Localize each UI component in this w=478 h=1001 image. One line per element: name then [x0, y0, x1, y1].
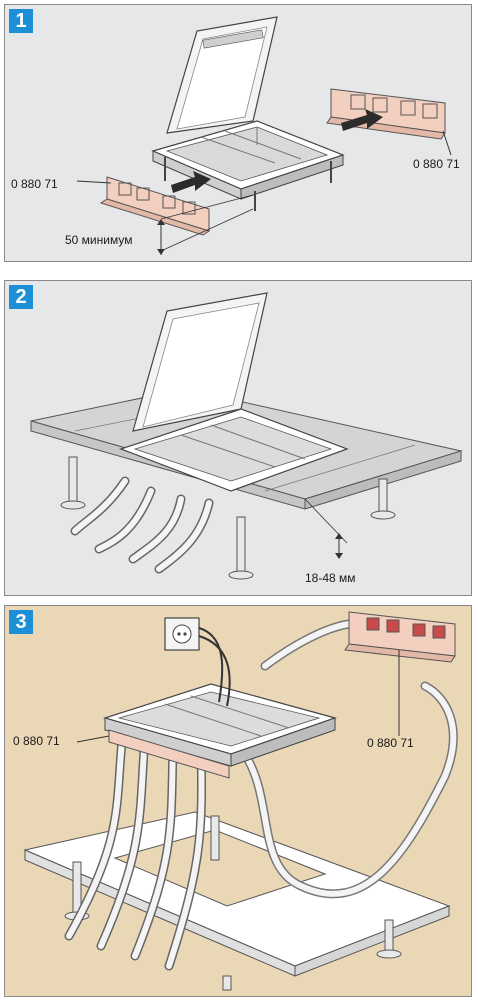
part-number-label: 0 880 71 — [367, 736, 414, 750]
bracket-terminal — [386, 619, 400, 633]
socket-face — [172, 624, 192, 644]
part-number-label: 0 880 71 — [13, 734, 60, 748]
part-number-label: 0 880 71 — [413, 157, 460, 171]
bracket-slot — [182, 201, 196, 215]
lid-inner-panel — [176, 26, 268, 130]
minimum-distance-label: 50 минимум — [65, 233, 133, 247]
partition-line — [224, 130, 302, 160]
step-number-badge: 1 — [9, 9, 33, 33]
step-3-panel: 3 — [4, 605, 472, 997]
bracket-slot — [350, 94, 366, 110]
partition-line — [164, 703, 262, 737]
socket-wire — [198, 627, 224, 703]
leader-line — [76, 180, 112, 184]
step-1-panel: 1 — [4, 4, 472, 262]
step-number-badge: 3 — [9, 610, 33, 634]
bracket-slot — [118, 182, 132, 196]
dimension-arrow — [335, 553, 343, 559]
bracket-right-flange — [344, 643, 456, 663]
dimension-line — [160, 194, 254, 220]
part-number-label: 0 880 71 — [11, 177, 58, 191]
dimension-arrow — [157, 249, 165, 255]
step-number-badge: 2 — [9, 285, 33, 309]
floor-box-interior — [133, 416, 333, 482]
insert-arrow-left — [171, 171, 211, 193]
partition-line — [190, 695, 290, 729]
step-2-illustration — [30, 292, 463, 580]
floor-pedestals — [64, 815, 402, 991]
leader-line — [76, 735, 110, 743]
step-1-illustration — [76, 16, 452, 255]
leader-line — [442, 130, 452, 156]
lid-inner-panel — [142, 302, 260, 428]
step-2-panel: 2 — [4, 280, 472, 596]
insert-arrow-right — [341, 109, 383, 131]
mounting-bracket-left — [108, 729, 230, 779]
lid-hinge-edge — [202, 29, 264, 49]
floor-box-right-side — [240, 154, 344, 200]
socket-wire — [198, 635, 231, 707]
floor-tile-joint — [264, 444, 416, 492]
bracket-terminal — [366, 617, 380, 631]
partition-line — [210, 424, 306, 460]
floor-box-right-side — [230, 717, 336, 767]
socket-outlet — [164, 617, 200, 651]
dimension-line — [160, 208, 254, 252]
bracket-slot — [136, 187, 150, 201]
floor-thickness-label: 18-48 мм — [305, 571, 356, 585]
partition-line — [200, 136, 276, 164]
bracket-left-flange — [99, 198, 211, 236]
bracket-slot — [162, 195, 176, 209]
partition-line — [180, 434, 276, 468]
floor-box-interior — [165, 126, 329, 182]
bracket-slot — [400, 100, 416, 116]
bracket-terminal — [432, 625, 446, 639]
dimension-arrow — [157, 219, 165, 225]
bracket-slot — [422, 103, 438, 119]
bracket-slot — [372, 97, 388, 113]
step-3-illustration — [23, 611, 458, 991]
bracket-terminal — [412, 623, 426, 637]
floor-pedestals — [60, 456, 396, 580]
dimension-arrow — [335, 533, 343, 539]
